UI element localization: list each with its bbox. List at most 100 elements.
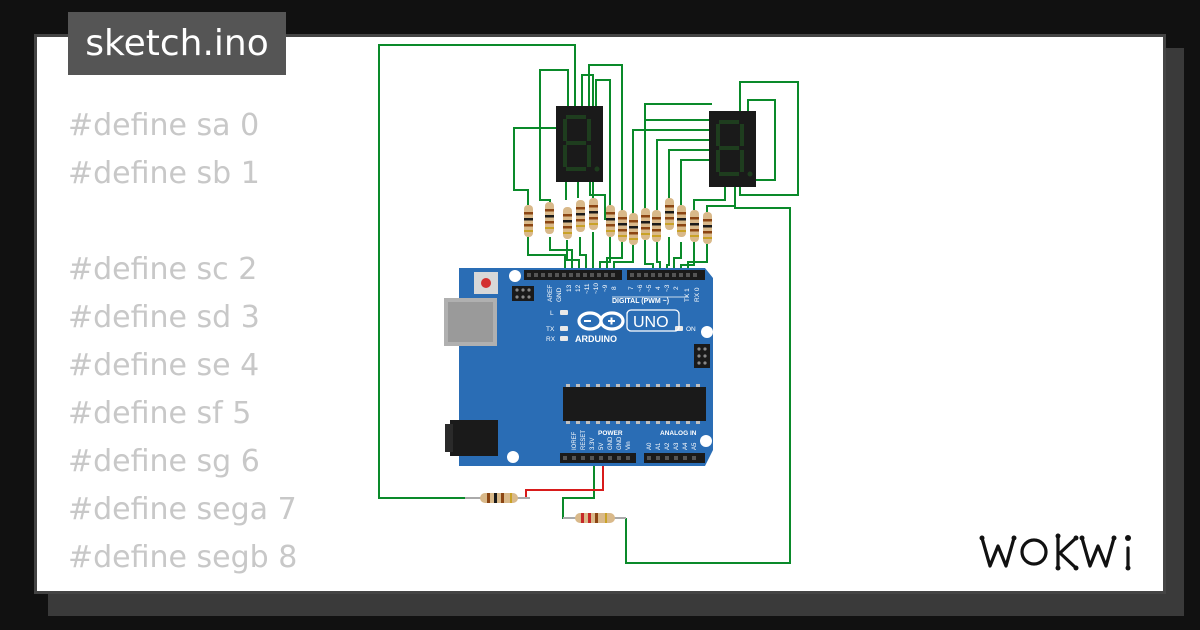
pin-label: GND: [617, 436, 623, 450]
tx-led: [560, 326, 568, 331]
pin-label: GND: [556, 287, 563, 302]
wire[interactable]: [539, 69, 569, 205]
pin-label: 13: [566, 284, 573, 292]
wire[interactable]: [693, 187, 726, 210]
code-line: #define segb 8: [68, 540, 298, 575]
wire[interactable]: [644, 103, 712, 130]
pin-label: ~11: [584, 283, 591, 294]
analog-pin-labels: A0 A1 A2 A3 A4 A5: [647, 442, 698, 450]
top-pin-labels: AREF GND 13 12 ~11 ~10 ~9 8 7 ~6 ~5 4 ~3…: [547, 283, 701, 302]
mounting-hole: [507, 451, 519, 463]
l-led-label: L: [550, 310, 554, 317]
resistor[interactable]: [563, 207, 572, 239]
wire[interactable]: [606, 242, 623, 272]
pin-label: ~6: [637, 284, 644, 292]
resistor[interactable]: [618, 210, 627, 242]
wire[interactable]: [632, 129, 720, 215]
wire[interactable]: [566, 240, 580, 272]
pin-label: RESET: [581, 430, 587, 450]
tx-led-label: TX: [546, 326, 555, 333]
pin-label: RX 0: [694, 287, 701, 302]
seven-segment-left[interactable]: [556, 106, 603, 182]
resistor[interactable]: [589, 198, 598, 230]
pin-label: 12: [575, 284, 582, 292]
wire[interactable]: [656, 139, 720, 210]
pin-label: Vin: [626, 441, 632, 450]
arduino-logo: [577, 311, 625, 331]
resistor[interactable]: [703, 212, 712, 244]
wire[interactable]: [378, 44, 576, 499]
resistor[interactable]: [690, 210, 699, 242]
resistor[interactable]: [652, 210, 661, 242]
uno-text: UNO: [633, 314, 669, 331]
resistor[interactable]: [629, 213, 638, 245]
wire[interactable]: [527, 237, 566, 272]
wire[interactable]: [513, 127, 557, 205]
seven-segment-right[interactable]: [709, 111, 756, 187]
wire[interactable]: [668, 149, 720, 198]
resistor[interactable]: [677, 205, 686, 237]
pin-label: ~5: [646, 284, 653, 292]
wire[interactable]: [747, 99, 776, 181]
pin-label: GND: [608, 436, 614, 450]
wire[interactable]: [588, 64, 623, 212]
pin-label: ~10: [593, 283, 600, 294]
wire[interactable]: [599, 237, 611, 272]
code-line: #define sf 5: [68, 396, 252, 431]
code-line: #define se 4: [68, 348, 260, 383]
code-line: #define sc 2: [68, 252, 258, 287]
microcontroller-chip: [563, 387, 706, 421]
wire[interactable]: [673, 242, 682, 272]
wire[interactable]: [579, 237, 587, 272]
resistor[interactable]: [576, 200, 585, 232]
resistor[interactable]: [563, 513, 626, 523]
pin-label: 7: [628, 286, 635, 290]
wire[interactable]: [739, 81, 799, 196]
l-led: [560, 310, 568, 315]
power-pin-labels: IOREF RESET 3.3V 5V GND GND Vin: [572, 430, 632, 450]
pin-label: 5V: [599, 443, 605, 450]
pin-label: 3.3V: [590, 438, 596, 450]
wire[interactable]: [644, 240, 654, 272]
resistor[interactable]: [545, 202, 554, 234]
mounting-hole: [700, 435, 712, 447]
icsp-header: [512, 286, 534, 301]
code-preview: #define sa 0 #define sb 1 #define sc 2 #…: [68, 102, 368, 582]
pin-label: A3: [674, 442, 680, 450]
arduino-uno-board[interactable]: AREF GND 13 12 ~11 ~10 ~9 8 7 ~6 ~5 4 ~3…: [444, 268, 713, 466]
resistor-bank: [524, 198, 712, 245]
pin-label: 2: [673, 286, 680, 290]
analog-label: ANALOG IN: [660, 430, 697, 437]
wire[interactable]: [687, 244, 708, 272]
resistor[interactable]: [524, 205, 533, 237]
icsp-header: [694, 344, 710, 368]
wires: [378, 44, 799, 564]
wire[interactable]: [680, 159, 720, 205]
wire[interactable]: [666, 237, 670, 272]
resistor[interactable]: [665, 198, 674, 230]
pin-label: A0: [647, 442, 653, 450]
rx-led: [560, 336, 568, 341]
wire[interactable]: [656, 242, 661, 272]
pin-label: A2: [665, 442, 671, 450]
resistor[interactable]: [641, 208, 650, 240]
wire[interactable]: [589, 180, 606, 220]
power-header: [560, 453, 636, 463]
resistor[interactable]: [606, 205, 615, 237]
rx-led-label: RX: [546, 336, 556, 343]
mounting-hole: [509, 270, 521, 282]
pin-label: 8: [611, 286, 618, 290]
file-tab[interactable]: sketch.ino: [68, 12, 286, 75]
code-line: #define sega 7: [68, 492, 297, 527]
wire[interactable]: [613, 245, 634, 272]
code-line: #define sd 3: [68, 300, 260, 335]
uno-badge: [626, 309, 680, 332]
wire[interactable]: [625, 192, 791, 564]
arduino-text: ARDUINO: [575, 334, 617, 344]
power-jack: [450, 420, 498, 456]
mounting-hole: [701, 326, 713, 338]
wire[interactable]: [595, 79, 611, 205]
code-line: #define sg 6: [68, 444, 260, 479]
resistor[interactable]: [465, 493, 530, 503]
